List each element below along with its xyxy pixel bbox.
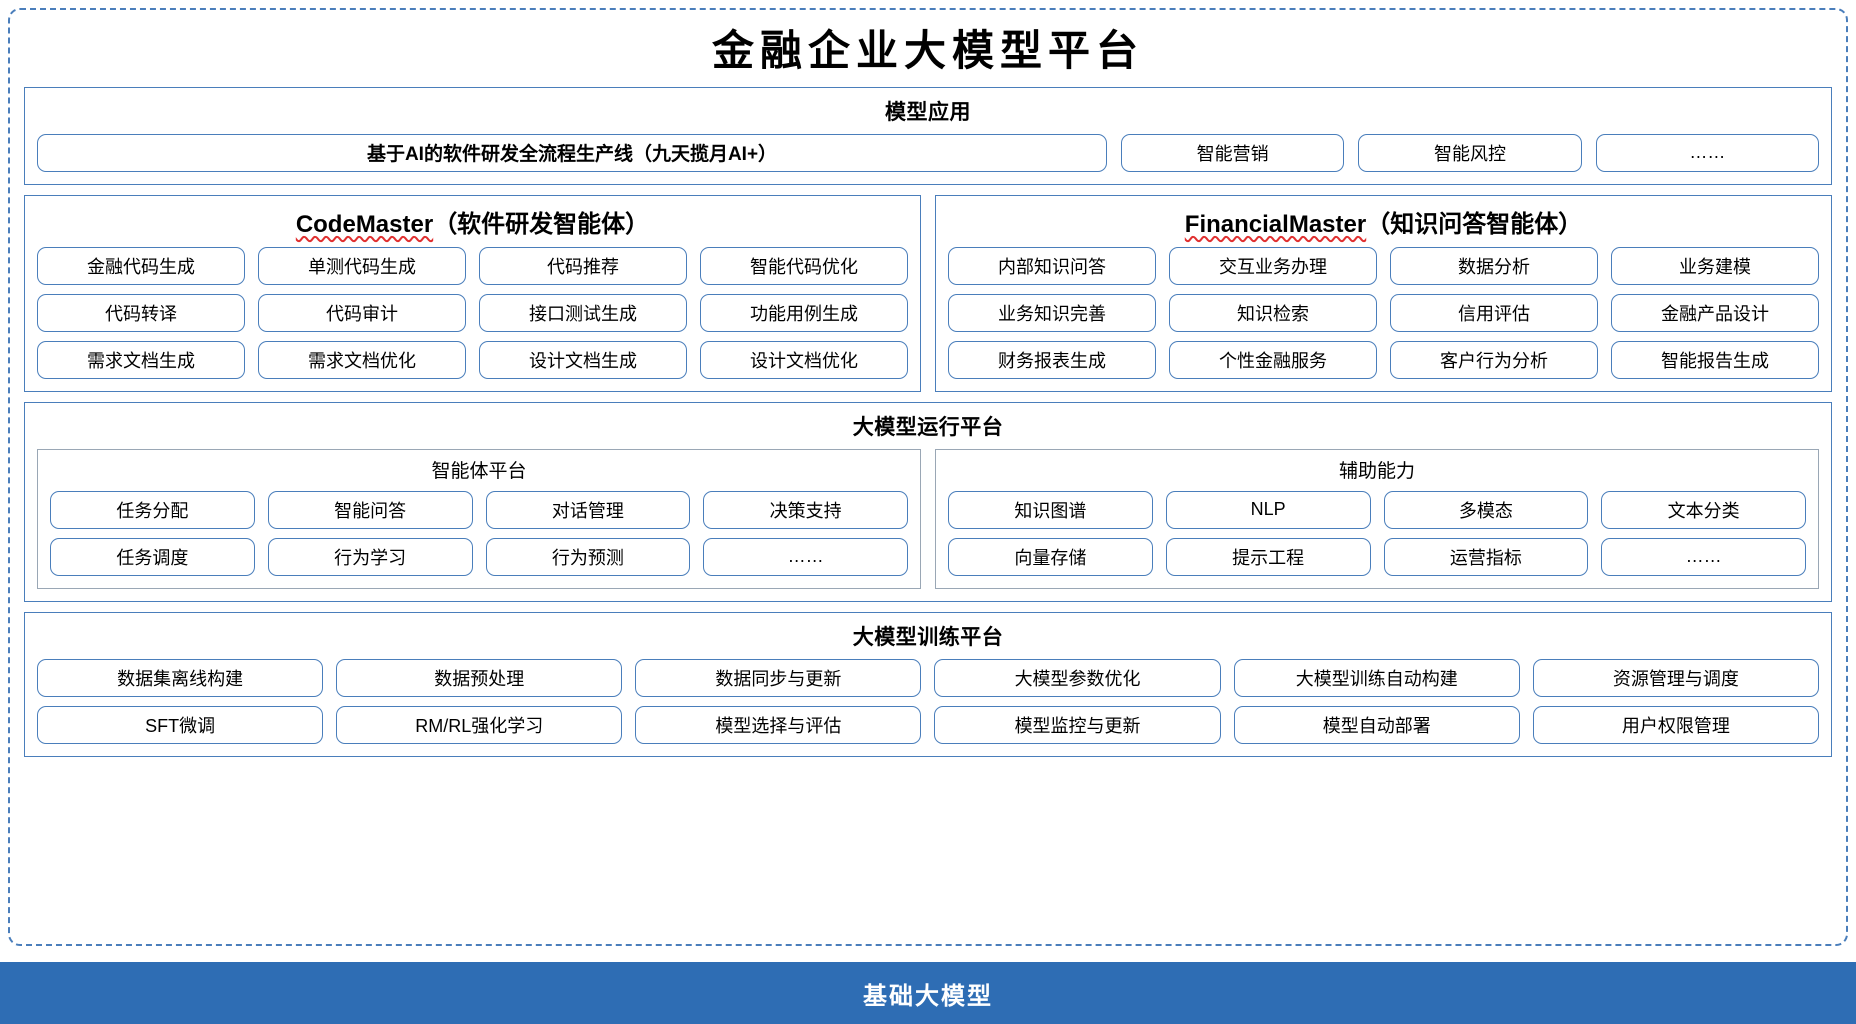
training-platform-item[interactable]: 模型自动部署 bbox=[1233, 705, 1520, 744]
training-platform-item[interactable]: 大模型训练自动构建 bbox=[1233, 658, 1520, 697]
runtime-platform-title: 大模型运行平台 bbox=[852, 415, 1004, 439]
financial-master-item[interactable]: 金融产品设计 bbox=[1611, 293, 1819, 332]
financial-master-item[interactable]: 业务建模 bbox=[1611, 246, 1819, 285]
agent-platform-item[interactable]: 对话管理 bbox=[485, 490, 691, 529]
code-master-item[interactable]: 功能用例生成 bbox=[700, 293, 908, 332]
training-platform-items: 数据集离线构建 数据预处理 数据同步与更新 大模型参数优化 大模型训练自动构建 … bbox=[37, 658, 1819, 744]
financial-master-item[interactable]: 客户行为分析 bbox=[1390, 340, 1598, 379]
training-platform-panel: 大模型训练平台 数据集离线构建 数据预处理 数据同步与更新 大模型参数优化 大模… bbox=[24, 611, 1832, 757]
runtime-columns: 智能体平台 任务分配 智能问答 对话管理 决策支持 任务调度 行为学习 行为预测… bbox=[37, 448, 1819, 589]
agent-platform-items: 任务分配 智能问答 对话管理 决策支持 任务调度 行为学习 行为预测 …… bbox=[50, 490, 908, 576]
financial-master-item[interactable]: 财务报表生成 bbox=[948, 340, 1156, 379]
agent-platform-subpanel: 智能体平台 任务分配 智能问答 对话管理 决策支持 任务调度 行为学习 行为预测… bbox=[37, 448, 921, 589]
training-platform-item[interactable]: 数据预处理 bbox=[336, 658, 623, 697]
agents-row: CodeMaster（软件研发智能体） 金融代码生成 单测代码生成 代码推荐 智… bbox=[24, 194, 1832, 392]
code-master-item[interactable]: 单测代码生成 bbox=[258, 246, 466, 285]
financial-master-item[interactable]: 知识检索 bbox=[1169, 293, 1377, 332]
agent-platform-title: 智能体平台 bbox=[431, 460, 527, 482]
code-master-item[interactable]: 智能代码优化 bbox=[700, 246, 908, 285]
support-capability-item[interactable]: 向量存储 bbox=[948, 537, 1153, 576]
code-master-item[interactable]: 需求文档优化 bbox=[258, 340, 466, 379]
code-master-item[interactable]: 设计文档生成 bbox=[479, 340, 687, 379]
agent-platform-item[interactable]: 任务分配 bbox=[50, 490, 255, 529]
model-application-title: 模型应用 bbox=[885, 100, 971, 124]
training-platform-item[interactable]: 数据同步与更新 bbox=[635, 658, 922, 697]
agent-platform-item[interactable]: …… bbox=[703, 537, 908, 576]
agent-platform-item[interactable]: 决策支持 bbox=[703, 490, 908, 529]
training-platform-item[interactable]: 用户权限管理 bbox=[1532, 705, 1819, 744]
code-master-item[interactable]: 接口测试生成 bbox=[479, 293, 687, 332]
financial-master-item[interactable]: 数据分析 bbox=[1390, 246, 1598, 285]
support-capability-subpanel: 辅助能力 知识图谱 NLP 多模态 文本分类 向量存储 提示工程 运营指标 …… bbox=[935, 448, 1819, 589]
code-master-name: CodeMaster bbox=[295, 210, 434, 238]
agent-platform-item[interactable]: 行为学习 bbox=[267, 537, 473, 576]
app-chip-more[interactable]: …… bbox=[1595, 133, 1819, 172]
code-master-item[interactable]: 金融代码生成 bbox=[37, 246, 245, 285]
support-capability-item[interactable]: 文本分类 bbox=[1601, 490, 1806, 529]
base-model-label: 基础大模型 bbox=[863, 982, 993, 1010]
code-master-item[interactable]: 代码推荐 bbox=[479, 246, 687, 285]
code-master-item[interactable]: 设计文档优化 bbox=[700, 340, 908, 379]
app-chip-smart-marketing[interactable]: 智能营销 bbox=[1121, 133, 1345, 172]
financial-master-item[interactable]: 交互业务办理 bbox=[1169, 246, 1377, 285]
financial-master-item[interactable]: 个性金融服务 bbox=[1169, 340, 1377, 379]
agent-platform-item[interactable]: 行为预测 bbox=[485, 537, 691, 576]
app-chip-smart-risk-control[interactable]: 智能风控 bbox=[1358, 133, 1582, 172]
base-model-bar: 基础大模型 bbox=[0, 962, 1856, 1024]
financial-master-item[interactable]: 智能报告生成 bbox=[1611, 340, 1819, 379]
code-master-title: CodeMaster（软件研发智能体） bbox=[37, 204, 908, 239]
support-capability-item[interactable]: NLP bbox=[1165, 490, 1371, 529]
support-capability-item[interactable]: 提示工程 bbox=[1165, 537, 1371, 576]
financial-master-items: 内部知识问答 交互业务办理 数据分析 业务建模 业务知识完善 知识检索 信用评估… bbox=[948, 246, 1819, 379]
support-capability-items: 知识图谱 NLP 多模态 文本分类 向量存储 提示工程 运营指标 …… bbox=[948, 490, 1806, 576]
financial-master-item[interactable]: 内部知识问答 bbox=[948, 246, 1156, 285]
financial-master-item[interactable]: 信用评估 bbox=[1390, 293, 1598, 332]
model-application-panel: 模型应用 基于AI的软件研发全流程生产线（九天揽月AI+） 智能营销 智能风控 … bbox=[24, 86, 1832, 185]
runtime-platform-panel: 大模型运行平台 智能体平台 任务分配 智能问答 对话管理 决策支持 任务调度 行… bbox=[24, 401, 1832, 602]
support-capability-item[interactable]: 知识图谱 bbox=[948, 490, 1153, 529]
financial-master-suffix: （知识问答智能体） bbox=[1366, 210, 1583, 238]
support-capability-item[interactable]: …… bbox=[1601, 537, 1806, 576]
training-platform-item[interactable]: 模型选择与评估 bbox=[635, 705, 922, 744]
agent-platform-item[interactable]: 智能问答 bbox=[267, 490, 473, 529]
platform-outer-frame: 金融企业大模型平台 模型应用 基于AI的软件研发全流程生产线（九天揽月AI+） … bbox=[8, 8, 1848, 946]
training-platform-item[interactable]: 数据集离线构建 bbox=[37, 658, 324, 697]
model-application-items: 基于AI的软件研发全流程生产线（九天揽月AI+） 智能营销 智能风控 …… bbox=[37, 133, 1819, 172]
financial-master-item[interactable]: 业务知识完善 bbox=[948, 293, 1156, 332]
support-capability-item[interactable]: 多模态 bbox=[1383, 490, 1589, 529]
training-platform-item[interactable]: SFT微调 bbox=[37, 705, 324, 744]
app-chip-ai-pipeline[interactable]: 基于AI的软件研发全流程生产线（九天揽月AI+） bbox=[37, 133, 1107, 172]
code-master-item[interactable]: 代码转译 bbox=[37, 293, 245, 332]
agent-platform-item[interactable]: 任务调度 bbox=[50, 537, 255, 576]
training-platform-item[interactable]: 大模型参数优化 bbox=[934, 658, 1221, 697]
training-platform-item[interactable]: 资源管理与调度 bbox=[1532, 658, 1819, 697]
code-master-panel: CodeMaster（软件研发智能体） 金融代码生成 单测代码生成 代码推荐 智… bbox=[24, 194, 921, 392]
training-platform-item[interactable]: 模型监控与更新 bbox=[934, 705, 1221, 744]
code-master-items: 金融代码生成 单测代码生成 代码推荐 智能代码优化 代码转译 代码审计 接口测试… bbox=[37, 246, 908, 379]
training-platform-item[interactable]: RM/RL强化学习 bbox=[336, 705, 623, 744]
training-platform-title: 大模型训练平台 bbox=[852, 625, 1004, 649]
support-capability-title: 辅助能力 bbox=[1338, 460, 1415, 482]
support-capability-item[interactable]: 运营指标 bbox=[1383, 537, 1589, 576]
code-master-item[interactable]: 需求文档生成 bbox=[37, 340, 245, 379]
code-master-suffix: （软件研发智能体） bbox=[433, 210, 650, 238]
financial-master-title: FinancialMaster（知识问答智能体） bbox=[948, 204, 1819, 239]
financial-master-name: FinancialMaster bbox=[1184, 210, 1367, 238]
page-title: 金融企业大模型平台 bbox=[711, 29, 1144, 75]
code-master-item[interactable]: 代码审计 bbox=[258, 293, 466, 332]
financial-master-panel: FinancialMaster（知识问答智能体） 内部知识问答 交互业务办理 数… bbox=[935, 194, 1832, 392]
